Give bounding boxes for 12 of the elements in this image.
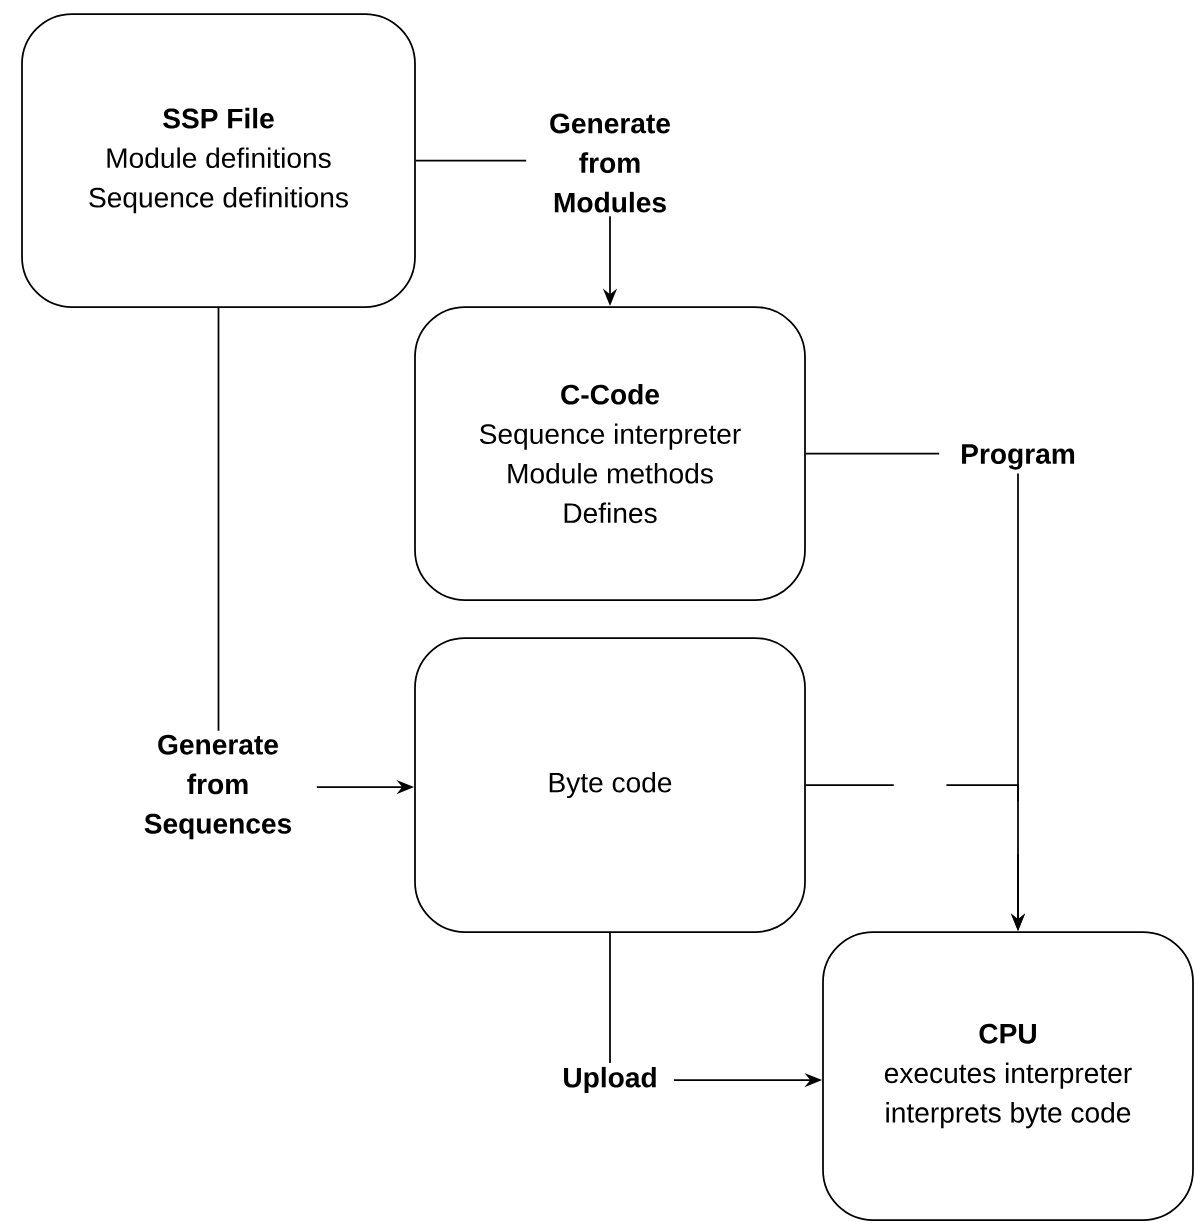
process-box: CPU executes interpreter interprets byte code xyxy=(822,931,1194,1221)
process-box: C-Code Sequence interpreter Module methods Defines xyxy=(414,306,806,601)
step-label: Generate from Modules xyxy=(550,113,670,213)
step-label: Generate from Sequences xyxy=(144,734,292,840)
connector xyxy=(805,452,940,455)
connector xyxy=(609,932,611,1064)
process-box: Byte code xyxy=(414,637,806,933)
connector xyxy=(217,307,220,732)
connector xyxy=(415,159,527,162)
process-box: SSP File Module definitions Sequence definitions xyxy=(21,13,416,308)
step-label: Upload xyxy=(564,1066,656,1094)
step-label: Program xyxy=(962,444,1075,470)
